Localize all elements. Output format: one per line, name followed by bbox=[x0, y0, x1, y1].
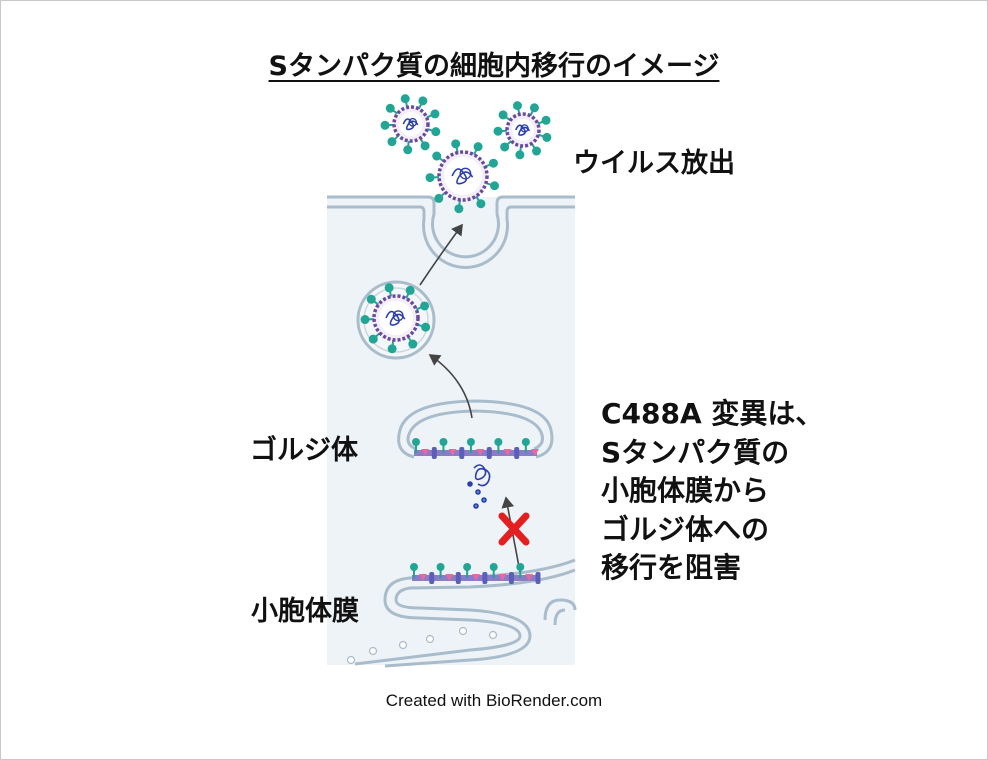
membrane-protein bbox=[482, 572, 488, 584]
golgi-body bbox=[397, 399, 554, 459]
membrane-protein bbox=[472, 574, 480, 581]
plasma-membrane bbox=[327, 195, 575, 269]
membrane-protein bbox=[421, 449, 430, 456]
arrow-icon bbox=[419, 223, 463, 286]
virus-icon bbox=[493, 101, 552, 160]
note-line: C488A 変異は、 bbox=[601, 397, 824, 430]
membrane-protein bbox=[535, 572, 541, 584]
membrane-protein bbox=[531, 449, 539, 456]
membrane-protein bbox=[459, 447, 465, 459]
membrane-protein bbox=[429, 572, 435, 584]
spike-protein-icon bbox=[410, 563, 418, 578]
membrane-protein bbox=[445, 574, 454, 581]
membrane-protein bbox=[418, 574, 427, 581]
note-line: ゴルジ体への bbox=[601, 512, 770, 546]
spike-protein-icon bbox=[521, 438, 530, 453]
label-virus-release: ウイルス放出 bbox=[573, 148, 735, 179]
rna-icon bbox=[467, 464, 491, 509]
membrane-protein bbox=[508, 572, 514, 584]
er-pores bbox=[346, 626, 498, 665]
membrane-protein bbox=[486, 447, 492, 459]
virus-layer bbox=[360, 94, 552, 354]
virus-icon bbox=[360, 283, 431, 354]
spike-protein-icon bbox=[412, 438, 420, 453]
slide-title: Sタンパク質の細胞内移行のイメージ bbox=[268, 51, 720, 82]
membrane-protein bbox=[476, 449, 485, 456]
spike-protein-icon bbox=[494, 438, 503, 453]
cell-interior bbox=[327, 197, 575, 665]
membrane-protein bbox=[525, 574, 534, 581]
credit-text: Created with BioRender.com bbox=[385, 691, 603, 710]
virus-icon bbox=[425, 139, 500, 214]
membrane-protein bbox=[503, 449, 512, 456]
spike-protein-icon bbox=[466, 438, 475, 453]
spike-protein-icon bbox=[516, 563, 525, 578]
spike-protein-icon bbox=[439, 438, 448, 453]
note-line: Sタンパク質の bbox=[601, 435, 790, 469]
block-x-icon bbox=[498, 512, 530, 546]
arrow-icon bbox=[428, 354, 473, 419]
spike-protein-icon bbox=[436, 563, 445, 578]
membrane-protein bbox=[514, 447, 520, 459]
label-er-membrane: 小胞体膜 bbox=[251, 596, 359, 627]
membrane-protein bbox=[431, 447, 437, 459]
note-line: 移行を阻害 bbox=[601, 551, 742, 584]
label-golgi: ゴルジ体 bbox=[250, 435, 358, 466]
protein-layer bbox=[410, 438, 541, 584]
virus-icon bbox=[380, 94, 441, 155]
spike-protein-icon bbox=[489, 563, 498, 578]
spike-protein-icon bbox=[463, 563, 472, 578]
membrane-protein bbox=[448, 449, 457, 456]
note-line: 小胞体膜から bbox=[601, 474, 770, 507]
membrane-protein bbox=[498, 574, 507, 581]
mutation-note: C488A 変異は、 Sタンパク質の 小胞体膜から ゴルジ体への 移行を阻害 bbox=[601, 395, 823, 588]
membrane-protein bbox=[455, 572, 461, 584]
